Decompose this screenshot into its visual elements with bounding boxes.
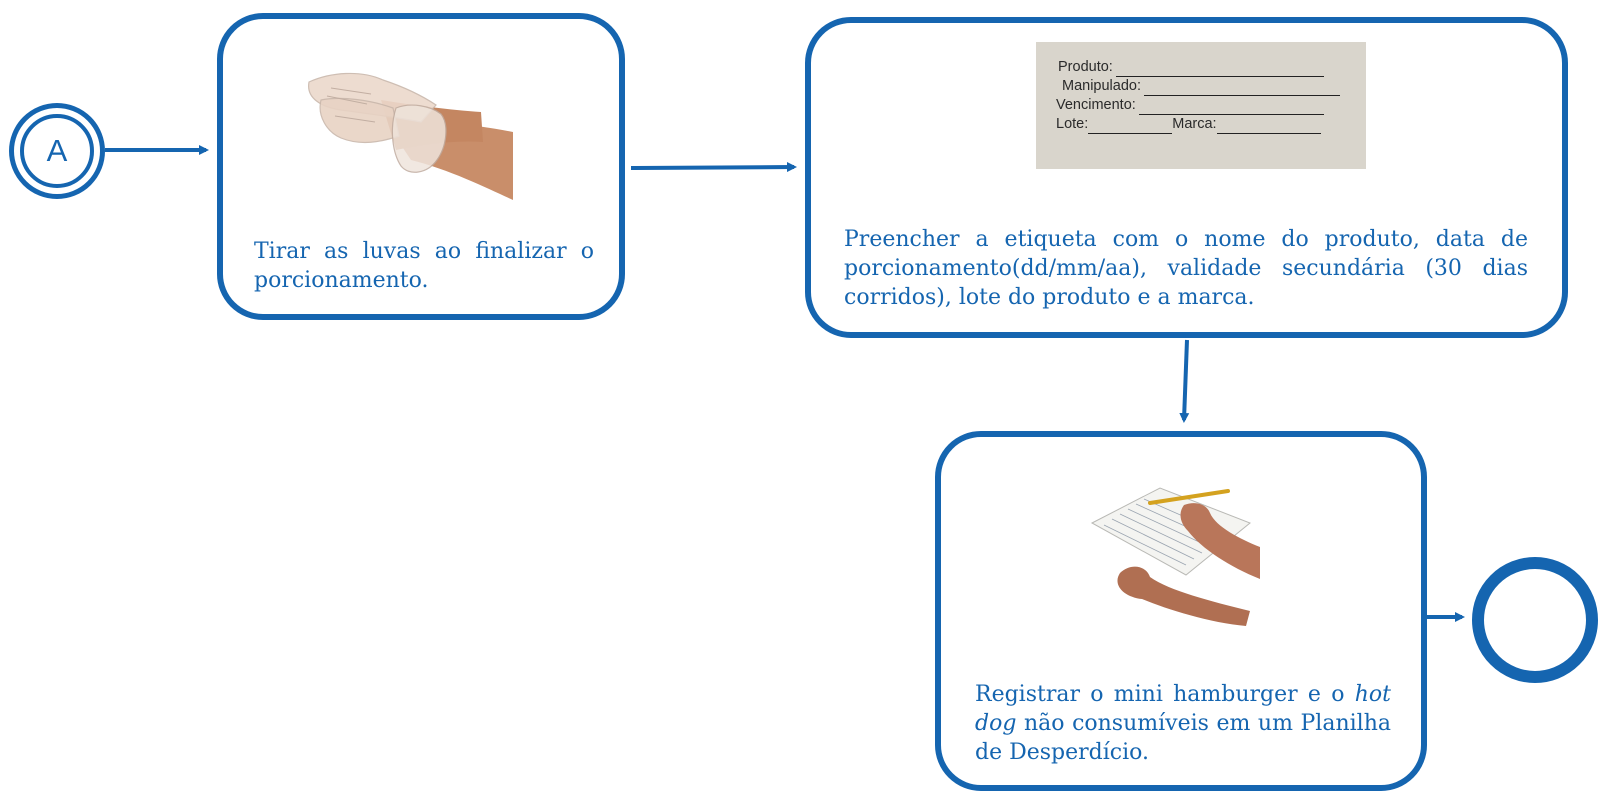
label-line <box>1138 99 1324 115</box>
label-line <box>1144 80 1340 96</box>
label-field-produto: Produto: <box>1058 59 1113 75</box>
label-line <box>1088 118 1173 134</box>
label-sticker-photo: Produto: Manipulado: Vencimento: Lote: M… <box>1036 42 1366 169</box>
task-register-waste-text-part1: Registrar o mini hamburger e o <box>975 682 1355 707</box>
arrow-task2-to-task3 <box>1179 339 1190 423</box>
start-event-inner-ring: A <box>20 114 94 188</box>
task-register-waste[interactable]: Registrar o mini hamburger e o hot dog n… <box>935 431 1427 791</box>
task-register-waste-text-italic: hot dog <box>975 682 1391 736</box>
task-register-waste-text-part2: não consumíveis em um Planilha de Desper… <box>975 711 1391 765</box>
label-field-vencimento: Vencimento: <box>1056 97 1136 113</box>
gloves-removal-photo <box>308 72 513 200</box>
label-field-manipulado: Manipulado: <box>1062 78 1141 94</box>
task-remove-gloves[interactable]: Tirar as luvas ao finalizar o porcioname… <box>217 13 625 320</box>
label-line <box>1115 61 1324 77</box>
start-event-label: A <box>46 133 68 168</box>
label-field-lote: Lote: <box>1056 116 1089 132</box>
task-fill-label-text: Preencher a etiqueta com o nome do produ… <box>844 227 1528 310</box>
end-event[interactable] <box>1472 557 1598 683</box>
task-remove-gloves-text: Tirar as luvas ao finalizar o porcioname… <box>254 239 594 293</box>
label-row-manipulado: Manipulado: <box>1056 77 1366 96</box>
arrow-task1-to-task2 <box>630 162 797 173</box>
label-row-vencimento: Vencimento: <box>1056 96 1366 115</box>
label-row-produto: Produto: <box>1056 58 1366 77</box>
label-line <box>1216 118 1321 134</box>
label-row-lote-marca: Lote: Marca: <box>1056 115 1366 134</box>
start-event[interactable]: A <box>9 103 105 199</box>
label-field-marca: Marca: <box>1172 116 1217 132</box>
writing-on-form-photo <box>1090 487 1260 626</box>
task-register-waste-text: Registrar o mini hamburger e o hot dog n… <box>975 680 1391 767</box>
task-fill-label[interactable]: Produto: Manipulado: Vencimento: Lote: M… <box>805 17 1568 338</box>
